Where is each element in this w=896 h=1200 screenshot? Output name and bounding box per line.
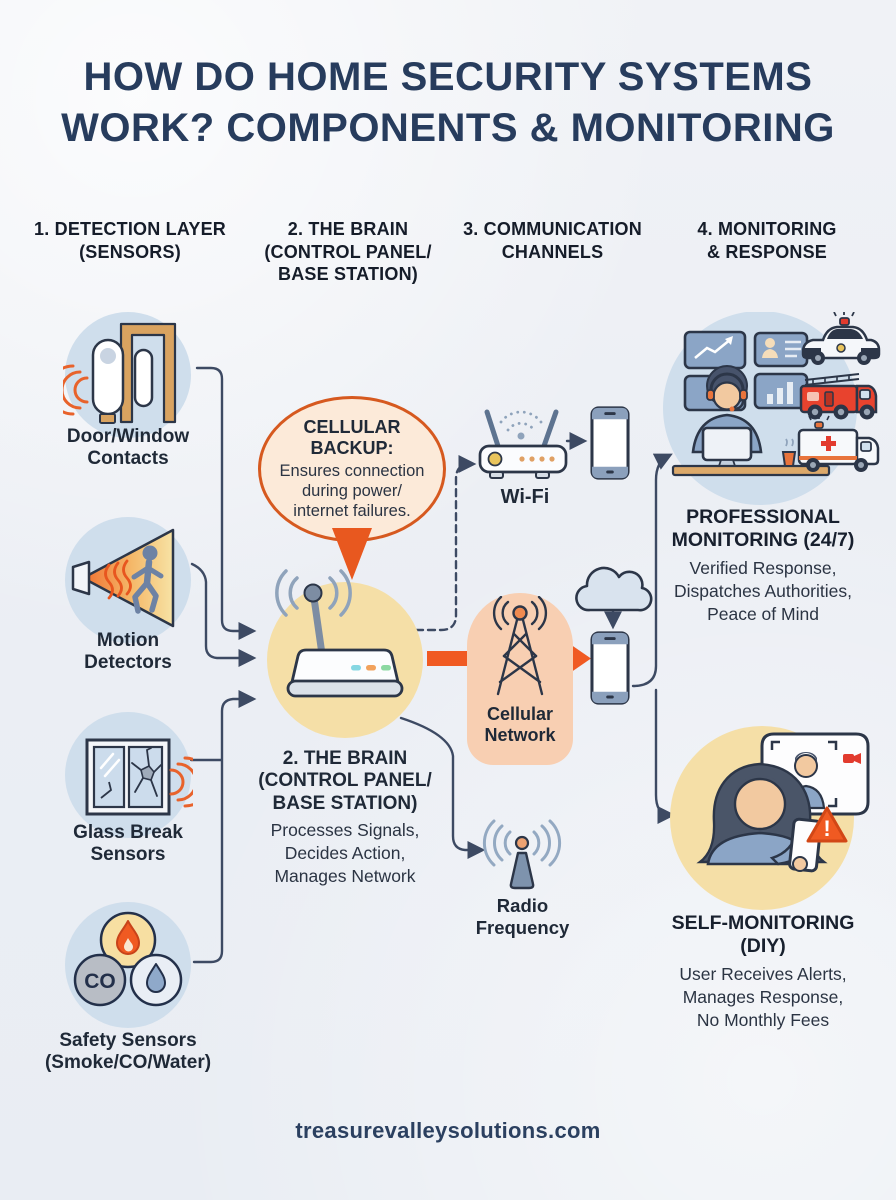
alert-glyph: ! xyxy=(823,816,830,841)
column-header-brain: 2. THE BRAIN (CONTROL PANEL/ BASE STATIO… xyxy=(264,219,432,284)
fire-truck-icon xyxy=(799,373,878,420)
wifi-router-icon xyxy=(478,409,568,479)
ambulance-icon xyxy=(797,415,880,472)
professional-monitoring-icon xyxy=(663,312,881,505)
operator-icon xyxy=(671,365,831,477)
user-with-phone-icon xyxy=(696,762,828,873)
callout-body: Ensures connection during power/ interne… xyxy=(279,461,425,521)
professional-monitoring-description: Verified Response, Dispatches Authoritie… xyxy=(673,558,852,624)
wifi-label: Wi-Fi xyxy=(500,486,550,508)
line-brain-to-wifi xyxy=(414,455,477,632)
door-window-contact-icon xyxy=(63,312,191,438)
professional-monitoring-title: PROFESSIONAL MONITORING (24/7) xyxy=(671,506,855,551)
smartphone-icon xyxy=(590,406,630,480)
self-monitoring-description: User Receives Alerts, Manages Response, … xyxy=(679,964,847,1030)
brain-title: 2. THE BRAIN (CONTROL PANEL/ BASE STATIO… xyxy=(258,748,432,814)
brain-description: Processes Signals, Decides Action, Manag… xyxy=(270,820,420,886)
line-door-to-brain xyxy=(195,366,257,640)
police-car-icon xyxy=(801,312,881,365)
line-phone-to-self xyxy=(654,688,676,824)
monitor-wall-icon xyxy=(683,330,809,412)
line-safety-to-brain xyxy=(192,690,257,964)
radio-frequency-icon xyxy=(482,819,562,890)
line-motion-to-brain xyxy=(190,562,257,667)
motion-detector-icon xyxy=(65,517,191,643)
cloud-icon xyxy=(575,566,653,612)
column-header-communication: 3. COMMUNICATION CHANNELS xyxy=(463,219,642,262)
page-title: HOW DO HOME SECURITY SYSTEMS WORK? COMPO… xyxy=(61,55,835,151)
safety-sensors-label: Safety Sensors (Smoke/CO/Water) xyxy=(44,1030,212,1074)
callout-title: CELLULAR BACKUP: xyxy=(303,416,401,458)
glass-break-label: Glass Break Sensors xyxy=(73,822,183,866)
line-brain-to-radio xyxy=(399,716,486,859)
line-phone-to-professional xyxy=(631,453,673,688)
callout-tail xyxy=(332,528,372,580)
column-header-monitoring: 4. MONITORING & RESPONSE xyxy=(697,219,837,262)
base-station-icon xyxy=(267,569,423,738)
smartphone-icon xyxy=(590,631,630,705)
alert-triangle-icon: ! xyxy=(806,806,848,843)
safety-sensors-icon: CO xyxy=(65,902,191,1028)
cell-tower-icon xyxy=(492,596,548,696)
self-monitoring-title: SELF-MONITORING (DIY) xyxy=(671,912,855,957)
wifi-waves-icon xyxy=(275,569,352,617)
cellular-network-panel xyxy=(467,593,573,765)
co-text: CO xyxy=(84,970,116,993)
door-window-label: Door/Window Contacts xyxy=(66,426,190,470)
motion-detector-label: Motion Detectors xyxy=(84,630,172,674)
column-header-detection: 1. DETECTION LAYER (SENSORS) xyxy=(34,219,226,262)
cellular-backup-callout: CELLULAR BACKUP: Ensures connection duri… xyxy=(258,396,446,542)
glass-break-icon xyxy=(65,712,193,838)
co-icon xyxy=(73,953,127,1007)
cellular-network-label: Cellular Network xyxy=(484,704,556,746)
self-monitoring-icon: ! xyxy=(670,726,870,910)
camera-icon xyxy=(843,753,861,764)
radio-frequency-label: Radio Frequency xyxy=(475,895,570,938)
website-url: treasurevalleysolutions.com xyxy=(295,1118,601,1143)
